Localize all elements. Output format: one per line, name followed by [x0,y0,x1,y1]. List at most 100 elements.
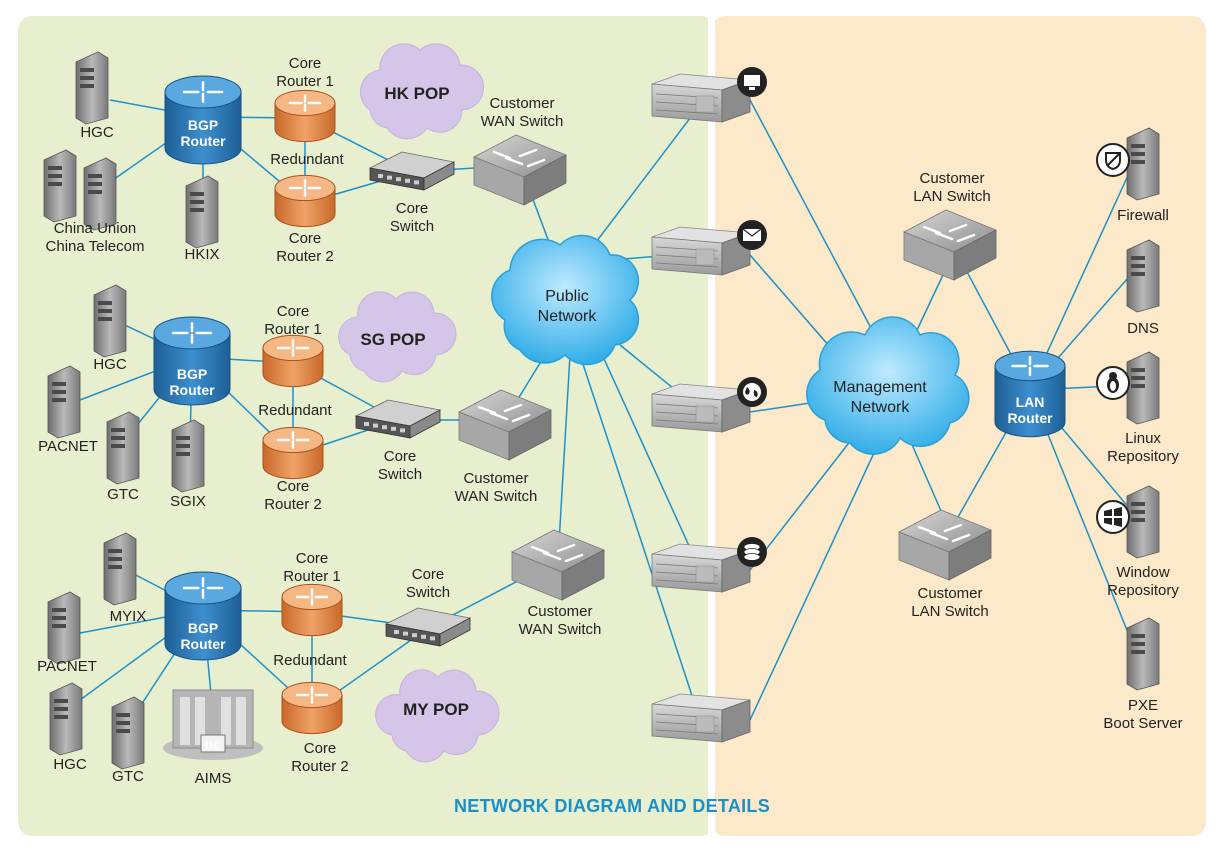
sg-hgc-label: HGC [93,356,127,373]
my-pop-cloud [375,669,500,763]
firewall-tower-icon [1126,127,1160,201]
hk-bgp-router-icon [164,75,242,165]
hk-china-tower-2-icon [83,157,117,231]
sg-redundant-label: Redundant [258,402,332,419]
linux-tower-icon [1126,351,1160,425]
sg-sgix-tower-icon [171,419,205,493]
sg-bgp-router-icon [153,316,231,406]
my-wan-switch-icon [511,529,605,601]
globe-icon [737,377,767,407]
dns-tower-icon [1126,239,1160,313]
my-core-router-2-icon [281,681,343,735]
firewall-label: Firewall [1117,207,1169,224]
sg-pacnet-label: PACNET [38,438,98,455]
rack-server-2 [651,220,767,276]
lan-switch-bottom-icon [898,509,992,581]
monitor-icon [737,67,767,97]
hk-core-router-2-icon [274,174,336,228]
my-core-switch-icon [384,607,472,647]
sg-core-router-1-icon [262,334,324,388]
my-hgc-label: HGC [53,756,87,773]
rack-server-5 [651,693,751,743]
public-network-cloud [491,234,640,366]
hk-hkix-label: HKIX [184,246,220,263]
sg-gtc-tower-icon [106,411,140,485]
rack-server-4 [651,537,767,593]
hk-core-switch-icon [368,151,456,191]
right-panel [711,16,1206,836]
my-hgc-tower-icon [49,682,83,756]
hk-redundant-label: Redundant [270,151,344,168]
sg-core-switch-icon [354,399,442,439]
dc-label: DC [204,738,222,752]
my-bgp-router-icon [164,571,242,661]
hk-pop-label: HK POP [384,84,450,103]
sg-pop-cloud [338,291,457,383]
hk-pop-cloud [360,43,484,140]
my-redundant-label: Redundant [273,652,347,669]
my-pacnet-label: PACNET [37,658,97,675]
management-network-cloud [806,316,970,455]
my-gtc-label: GTC [112,768,144,785]
hk-china-tower-1-icon [43,149,77,223]
lan-router-icon [994,350,1066,438]
hk-wan-switch-icon [473,134,567,206]
my-gtc-tower-icon [111,696,145,770]
dns-label: DNS [1127,320,1159,337]
lan-switch-top-icon [903,209,997,281]
my-aims-label: AIMS [194,770,232,787]
sg-wan-switch-icon [458,389,552,461]
my-myix-label: MYIX [109,608,147,625]
sg-gtc-label: GTC [107,486,139,503]
my-myix-tower-icon [103,532,137,606]
aims-datacenter-icon [163,689,263,760]
rack-server-3 [651,377,767,433]
shield-icon [1096,143,1130,177]
my-pacnet-tower-icon [47,591,81,665]
sg-pop-label: SG POP [360,330,426,349]
database-icon [737,537,767,567]
my-pop-label: MY POP [403,700,469,719]
sg-pacnet-tower-icon [47,365,81,439]
hk-hgc-tower-icon [75,51,109,125]
hk-hgc-label: HGC [80,124,114,141]
linux-icon [1096,366,1130,400]
hk-core-router-1-icon [274,89,336,143]
sg-core-router-2-icon [262,426,324,480]
my-core-router-1-icon [281,583,343,637]
rack-server-1 [651,67,767,123]
hk-hkix-tower-icon [185,175,219,249]
windows-icon [1096,500,1130,534]
sg-hgc-tower-icon [93,284,127,358]
pxe-tower-icon [1126,617,1160,691]
window-tower-icon [1126,485,1160,559]
sg-sgix-label: SGIX [170,493,206,510]
mail-icon [737,220,767,250]
